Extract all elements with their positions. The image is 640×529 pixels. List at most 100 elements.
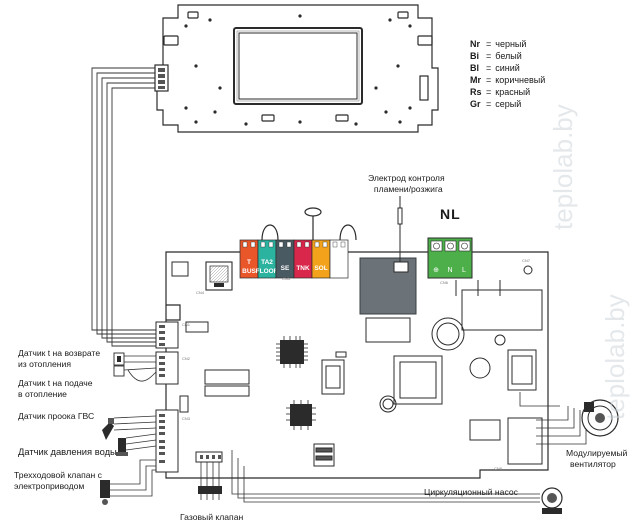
display-cable [91, 67, 158, 347]
three-way-valve-label-line-1: Трехходовой клапан с [14, 470, 102, 480]
control-board [165, 251, 549, 479]
gas-valve-label: Газовый клапан [180, 512, 244, 522]
legend-row: Bl =синий [470, 62, 545, 74]
ignition-electrode [397, 196, 403, 262]
display-panel-holes [184, 14, 412, 126]
terminal-screw [250, 241, 256, 248]
terminal-screw [340, 241, 346, 248]
legend-color-name: черный [495, 39, 527, 49]
terminal-4 [311, 239, 331, 279]
legend-color-name: белый [495, 51, 522, 61]
supply-sensor-label-line-1: Датчик t на подаче [18, 378, 93, 388]
terminal-screw [268, 241, 274, 248]
pressure-sensor-icon [116, 438, 128, 456]
terminal-screw [260, 241, 266, 248]
terminal-label-bottom: BUS [242, 268, 256, 275]
dhw-sensor-label: Датчик проока ГВС [18, 411, 94, 422]
left-connectors [155, 321, 189, 473]
power-label: NL [440, 206, 461, 222]
legend-equals: = [486, 75, 492, 85]
legend-code: Mr [470, 75, 481, 85]
legend-color-name: красный [495, 87, 531, 97]
three-way-valve-icon [100, 480, 110, 505]
power-terminal [427, 237, 473, 279]
three-way-valve-label: Трехходовой клапан с электроприводом [14, 470, 102, 491]
return-sensor-label-line-2: из отопления [18, 358, 71, 369]
terminal-3 [293, 239, 313, 279]
legend-color-name: синий [495, 63, 520, 73]
pressure-sensor-label: Датчик давления воды [18, 446, 117, 458]
svg-text:CN1: CN1 [182, 322, 191, 327]
svg-text:CN8: CN8 [494, 466, 503, 471]
terminal-jumpers [261, 207, 357, 241]
fan-label-line-2: вентилятор [570, 458, 616, 469]
terminal-screw [304, 241, 310, 248]
chip-1 [276, 336, 308, 368]
legend-row: Nr=черный [470, 38, 545, 50]
terminal-screw [332, 241, 338, 248]
return-sensor-label: Датчик t на возврате из отопления [18, 348, 100, 369]
terminal-label-top: TA2 [261, 259, 273, 266]
supply-sensor-label: Датчик t на подаче в отопление [18, 378, 93, 399]
chip-2 [286, 400, 316, 430]
terminal-2 [275, 239, 295, 279]
dhw-sensor-wires [113, 415, 157, 431]
svg-text:CN6: CN6 [440, 280, 449, 285]
power-pin-l: L [462, 267, 466, 274]
legend-row: Rs =красный [470, 86, 545, 98]
supply-sensor-wires [123, 367, 157, 382]
return-sensor-wires [124, 355, 156, 363]
fan-label-line-1: Модулируемый [566, 448, 628, 458]
terminal-label-top: T [247, 259, 251, 266]
gas-valve-plugs [198, 486, 222, 494]
supply-sensor-icon [113, 365, 125, 377]
legend-equals: = [486, 99, 492, 109]
legend-row: Mr =коричневый [470, 74, 545, 86]
legend-row: Gr =серый [470, 98, 545, 110]
terminal-screw [322, 241, 328, 248]
electrode-label: Электрод контроля пламени/розжига [368, 173, 445, 194]
terminal-label-top: TA1 [333, 265, 345, 272]
terminal-label-top: TNK [296, 265, 310, 272]
legend-equals: = [486, 63, 492, 73]
gas-valve-wires [200, 462, 220, 500]
legend-equals: = [486, 87, 492, 97]
terminal-screw [242, 241, 248, 248]
power-pin-ground: ⊕ [433, 267, 439, 274]
terminal-label-top: SOL [314, 265, 327, 272]
three-way-valve-label-line-2: электроприводом [14, 480, 85, 491]
gas-valve-connector [195, 451, 223, 463]
board-pin-labels: CN1 CN2 CN3 CN4 CN5 CN6 CN7 CN8 [182, 258, 531, 471]
fan-label: Модулируемый вентилятор [566, 448, 627, 469]
display-connector [154, 64, 169, 92]
legend-color-name: серый [495, 99, 522, 109]
legend-code: Gr [470, 99, 481, 109]
terminal-screw [286, 241, 292, 248]
legend-code: Bl [470, 63, 479, 73]
svg-text:CN4: CN4 [196, 290, 205, 295]
return-sensor-label-line-1: Датчик t на возврате [18, 348, 101, 358]
dhw-sensor-label-line-1: Датчик проока ГВС [18, 411, 95, 421]
supply-sensor-label-line-2: в отопление [18, 388, 67, 399]
legend-code: Rs [470, 87, 482, 97]
legend-color-name: коричневый [495, 75, 546, 85]
svg-text:CN7: CN7 [522, 258, 531, 263]
terminal-screw [314, 241, 320, 248]
power-pin-n: N [447, 267, 452, 274]
dhw-sensor-icon [102, 418, 114, 440]
terminal-label-top: SE [281, 265, 290, 272]
rj-connector [205, 261, 233, 291]
power-terminal-pins: ⊕ N L [433, 267, 466, 274]
return-sensor-icon [113, 352, 125, 366]
terminal-screw [278, 241, 284, 248]
electrode-label-line-1: Электрод контроля [368, 173, 445, 183]
pump-wires [231, 450, 540, 503]
svg-text:CN2: CN2 [182, 356, 191, 361]
board-components [171, 257, 543, 467]
fan-icon [581, 399, 619, 437]
pressure-sensor-wires [125, 433, 157, 451]
display-panel [156, 4, 439, 133]
